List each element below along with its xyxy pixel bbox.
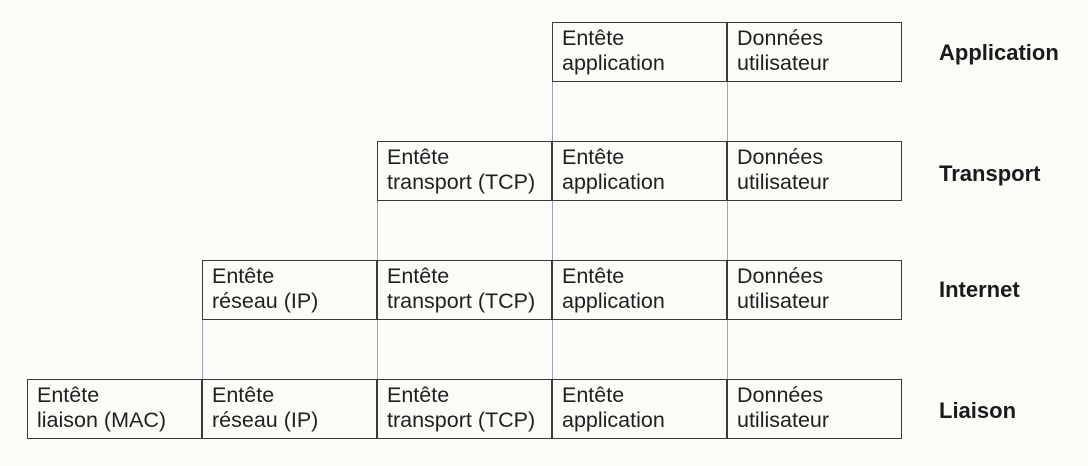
cell-line: liaison (MAC): [37, 408, 167, 432]
cell-app-header: Entête application: [552, 22, 727, 82]
cell-line: Entête: [562, 26, 625, 50]
connector-line: [552, 82, 553, 379]
cell-user-data: Données utilisateur: [727, 22, 902, 82]
cell-line: utilisateur: [737, 289, 830, 313]
cell-line: Données: [737, 26, 824, 50]
cell-network-header: Entête réseau (IP): [202, 260, 377, 320]
cell-line: réseau (IP): [212, 408, 319, 432]
cell-line: transport (TCP): [387, 408, 536, 432]
cell-user-data: Données utilisateur: [727, 379, 902, 439]
cell-user-data: Données utilisateur: [727, 141, 902, 201]
cell-app-header: Entête application: [552, 141, 727, 201]
cell-line: application: [562, 408, 665, 432]
cell-line: Entête: [212, 264, 275, 288]
cell-line: transport (TCP): [387, 289, 536, 313]
cell-app-header: Entête application: [552, 379, 727, 439]
layer-row-application: Entête application Données utilisateur A…: [0, 22, 1088, 84]
cell-transport-header: Entête transport (TCP): [377, 141, 552, 201]
cell-network-header: Entête réseau (IP): [202, 379, 377, 439]
cell-line: application: [562, 289, 665, 313]
cell-line: Données: [737, 383, 824, 407]
layer-label: Transport: [939, 161, 1041, 186]
connector-line: [202, 320, 203, 379]
layer-row-transport: Entête transport (TCP) Entête applicatio…: [0, 141, 1088, 203]
layer-label: Application: [939, 40, 1059, 65]
cell-line: Entête: [387, 145, 450, 169]
cell-line: Entête: [212, 383, 275, 407]
cell-line: réseau (IP): [212, 289, 319, 313]
layer-label: Internet: [939, 277, 1020, 302]
cell-line: Entête: [37, 383, 100, 407]
cell-link-header: Entête liaison (MAC): [27, 379, 202, 439]
cell-line: Entête: [387, 264, 450, 288]
cell-line: utilisateur: [737, 170, 830, 194]
layer-row-internet: Entête réseau (IP) Entête transport (TCP…: [0, 260, 1088, 322]
cell-line: Entête: [387, 383, 450, 407]
connector-line: [727, 82, 728, 379]
cell-transport-header: Entête transport (TCP): [377, 260, 552, 320]
cell-line: utilisateur: [737, 51, 830, 75]
cell-line: utilisateur: [737, 408, 830, 432]
cell-line: Données: [737, 145, 824, 169]
cell-line: Entête: [562, 145, 625, 169]
cell-line: transport (TCP): [387, 170, 536, 194]
layer-row-link: Entête liaison (MAC) Entête réseau (IP) …: [0, 379, 1088, 441]
cell-transport-header: Entête transport (TCP): [377, 379, 552, 439]
cell-line: Entête: [562, 383, 625, 407]
layer-label: Liaison: [939, 398, 1017, 423]
cell-line: application: [562, 51, 665, 75]
cell-line: Données: [737, 264, 824, 288]
cell-line: Entête: [562, 264, 625, 288]
cell-app-header: Entête application: [552, 260, 727, 320]
cell-line: application: [562, 170, 665, 194]
cell-user-data: Données utilisateur: [727, 260, 902, 320]
